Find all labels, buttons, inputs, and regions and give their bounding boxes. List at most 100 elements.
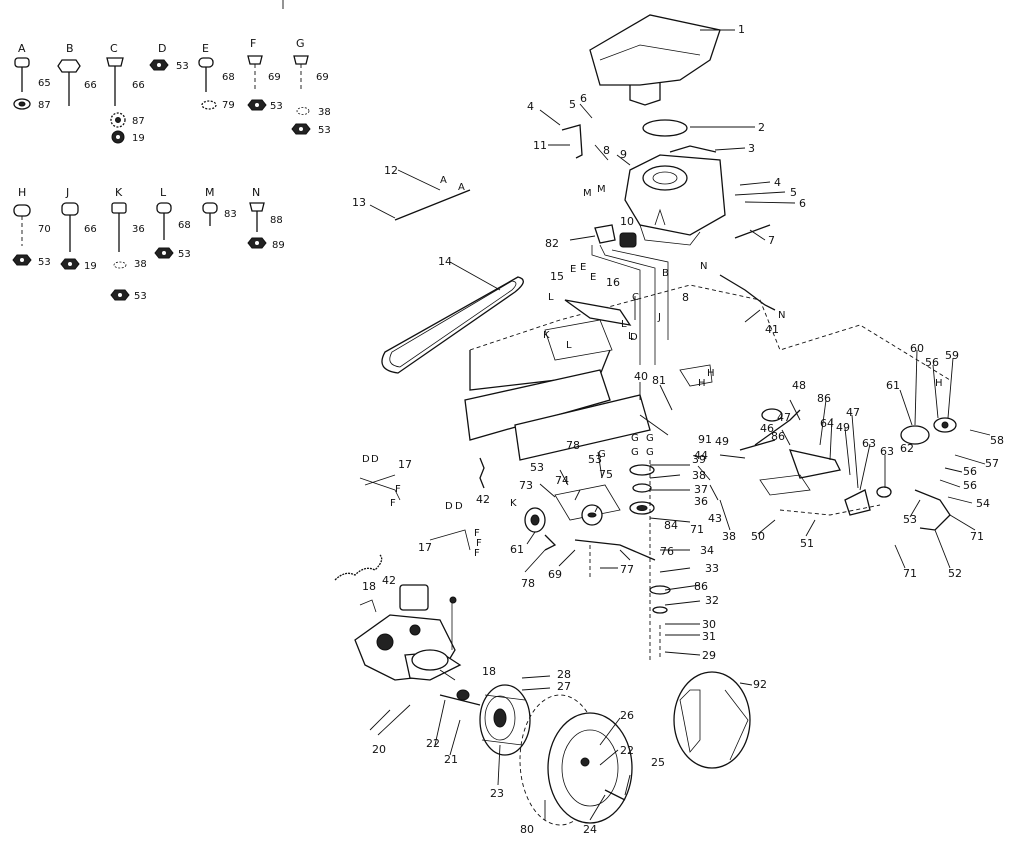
hardware-letter-e: E: [202, 42, 209, 55]
hardware-k: K 36 38 53: [110, 186, 147, 302]
callout-71-right: 71: [970, 530, 984, 543]
callout-42-lower: 42: [382, 574, 396, 587]
callout-73: 73: [519, 479, 533, 492]
hardware-f-part-2: 53: [270, 101, 283, 112]
tag-k: K: [510, 498, 517, 509]
callout-51: 51: [800, 537, 814, 550]
callout-24: 24: [583, 823, 597, 836]
callout-80: 80: [520, 823, 534, 836]
tag-g-4: G: [631, 447, 639, 458]
callout-26: 26: [620, 709, 634, 722]
callout-58: 58: [990, 434, 1004, 447]
callout-53-mid: 53: [588, 453, 602, 466]
hardware-f-part-1: 69: [268, 72, 281, 83]
hardware-m-part-1: 83: [224, 209, 237, 220]
tag-n-2: N: [778, 310, 785, 321]
callout-81: 81: [652, 374, 666, 387]
tag-h-3: H: [935, 378, 943, 389]
hardware-l-part-2: 53: [178, 249, 191, 260]
tag-a-1: A: [440, 175, 447, 186]
callout-52: 52: [948, 567, 962, 580]
callout-63-left: 63: [862, 437, 876, 450]
hardware-n: N 88 89: [247, 186, 285, 251]
callout-38-mid: 38: [692, 469, 706, 482]
hardware-letter-b: B: [66, 42, 74, 55]
tag-h-1: H: [707, 368, 715, 379]
callout-31: 31: [702, 630, 716, 643]
hardware-l: L 68 53: [154, 186, 191, 260]
hardware-n-part-2: 89: [272, 240, 285, 251]
callout-47-left: 47: [777, 411, 791, 424]
callout-12: 12: [384, 164, 398, 177]
callout-18-right: 18: [482, 665, 496, 678]
hardware-letter-j: J: [65, 186, 69, 199]
tag-f-2: F: [390, 498, 396, 509]
callout-56-lower: 56: [963, 479, 977, 492]
callout-48: 48: [792, 379, 806, 392]
callout-38-right: 38: [722, 530, 736, 543]
tag-f-3: F: [474, 528, 480, 539]
hardware-j: J 66 19: [60, 186, 97, 272]
hardware-n-part-1: 88: [270, 215, 283, 226]
callout-4-right: 4: [774, 176, 781, 189]
callout-91: 91: [698, 433, 712, 446]
hardware-f: F 69 53: [247, 37, 283, 112]
hardware-d: D 53: [149, 42, 189, 72]
callout-28: 28: [557, 668, 571, 681]
callout-40: 40: [634, 370, 648, 383]
callout-84: 84: [664, 519, 678, 532]
callout-30: 30: [702, 618, 716, 631]
hardware-g: G 69 38 53: [291, 37, 331, 136]
tag-e-2: E: [580, 262, 586, 273]
callout-17-lower: 17: [418, 541, 432, 554]
callout-57: 57: [985, 457, 999, 470]
callout-60: 60: [910, 342, 924, 355]
callout-39: 39: [692, 453, 706, 466]
callout-63-right: 63: [880, 445, 894, 458]
hardware-l-part-1: 68: [178, 220, 191, 231]
callout-56-mid: 56: [963, 465, 977, 478]
hardware-g-part-3: 53: [318, 125, 331, 136]
callout-5-right: 5: [790, 186, 797, 199]
callout-6-right: 6: [799, 197, 806, 210]
callout-37: 37: [694, 483, 708, 496]
callout-64: 64: [820, 417, 834, 430]
hardware-letter-a: A: [18, 42, 26, 55]
hardware-k-part-1: 36: [132, 224, 145, 235]
hardware-j-part-2: 19: [84, 261, 97, 272]
callout-11: 11: [533, 139, 547, 152]
tag-g-3: G: [598, 449, 606, 460]
callout-42-upper: 42: [476, 493, 490, 506]
callout-53-right: 53: [903, 513, 917, 526]
tag-e-3: E: [590, 272, 596, 283]
callout-78-upper: 78: [566, 439, 580, 452]
callout-18-left: 18: [362, 580, 376, 593]
seal-ring: [642, 119, 688, 137]
callout-86-mid: 86: [771, 430, 785, 443]
callout-2: 2: [758, 121, 765, 134]
callout-78-lower: 78: [521, 577, 535, 590]
tag-h-2: H: [698, 378, 706, 389]
hardware-g-part-1: 69: [316, 72, 329, 83]
parts-drawing: [334, 14, 957, 826]
callout-92: 92: [753, 678, 767, 691]
tag-d: D: [630, 332, 638, 343]
callout-16: 16: [606, 276, 620, 289]
callout-27: 27: [557, 680, 571, 693]
hardware-m: M 83: [202, 186, 237, 226]
hardware-letter-h: H: [18, 186, 26, 199]
callout-47-right: 47: [846, 406, 860, 419]
leader-lines: [369, 29, 991, 821]
tag-d-2: D: [362, 454, 370, 465]
hardware-k-part-3: 53: [134, 291, 147, 302]
hardware-h-part-2: 53: [38, 257, 51, 268]
callout-59: 59: [945, 349, 959, 362]
callout-75: 75: [599, 468, 613, 481]
callout-1: 1: [738, 23, 745, 36]
tag-l-2: L: [621, 319, 627, 330]
hardware-e-part-1: 68: [222, 72, 235, 83]
hardware-letter-l: L: [160, 186, 167, 199]
callout-14: 14: [438, 255, 452, 268]
tag-d-5: D: [455, 501, 463, 512]
